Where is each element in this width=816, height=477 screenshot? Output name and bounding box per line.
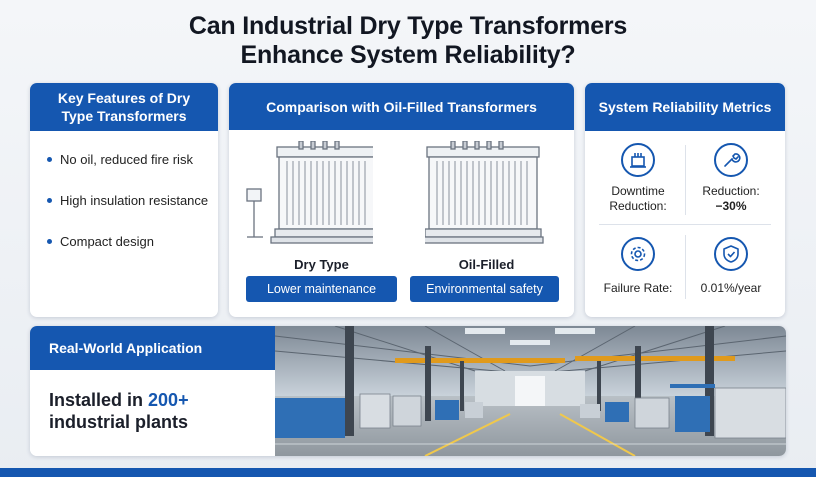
feature-item-text: High insulation resistance	[60, 192, 209, 208]
bullet-icon	[47, 238, 52, 244]
page-title: Can Industrial Dry Type Transformers Enh…	[0, 12, 816, 70]
oil-filled-transformer	[422, 140, 555, 317]
metric-failure-rate-label: Failure Rate:	[603, 281, 673, 295]
reliability-metrics-card: System Reliability Metrics Downtime Redu…	[585, 83, 785, 317]
metric-failure-value: 0.01%/year	[681, 237, 781, 296]
feature-list: No oil, reduced fire risk High insulatio…	[30, 131, 218, 251]
feature-item: No oil, reduced fire risk	[47, 149, 218, 169]
dry-type-transformer	[243, 140, 384, 317]
bullet-icon	[47, 156, 52, 162]
comparison-heading: Comparison with Oil-Filled Transformers	[229, 83, 574, 130]
metric-reduction-value: −30%	[715, 199, 747, 213]
bottom-accent-bar	[0, 468, 816, 477]
bullet-icon	[47, 197, 52, 203]
metrics-divider	[599, 224, 771, 225]
feature-item: High insulation resistance	[47, 190, 218, 210]
wrench-icon	[714, 143, 748, 177]
metric-failure-value-text: 0.01%/year	[700, 281, 762, 295]
factory-photo	[275, 326, 786, 456]
application-panel: Real-World Application Installed in 200+…	[30, 326, 275, 456]
factory-interior-image	[275, 326, 786, 456]
metric-downtime-text: Downtime Reduction:	[588, 184, 688, 214]
dry-type-label: Dry Type	[294, 257, 349, 272]
environmental-safety-button[interactable]: Environmental safety	[410, 276, 559, 302]
transformer-icon	[621, 143, 655, 177]
metric-failure-rate: Failure Rate:	[588, 237, 688, 296]
key-features-card: Key Features of Dry Type Transformers No…	[30, 83, 218, 317]
metric-reduction: Reduction: −30%	[681, 143, 781, 214]
gear-icon	[621, 237, 655, 271]
application-text: Installed in 200+ industrial plants	[49, 389, 189, 433]
application-text-highlight: 200+	[148, 390, 189, 410]
key-features-heading: Key Features of Dry Type Transformers	[30, 83, 218, 131]
dry-transformer-icon	[246, 140, 384, 244]
lower-maintenance-button[interactable]: Lower maintenance	[246, 276, 397, 302]
application-heading: Real-World Application	[30, 326, 275, 370]
metric-downtime-line1: Downtime	[611, 184, 665, 198]
metric-downtime: Downtime Reduction:	[588, 143, 688, 214]
feature-item-text: Compact design	[60, 233, 154, 249]
metric-downtime-line2: Reduction:	[609, 199, 667, 213]
metric-reduction-line1: Reduction:	[702, 184, 760, 198]
comparison-card: Comparison with Oil-Filled Transformers	[229, 83, 574, 317]
metrics-divider	[685, 145, 686, 215]
feature-item: Compact design	[47, 231, 218, 251]
feature-item-text: No oil, reduced fire risk	[60, 151, 193, 167]
oil-transformer-icon	[422, 140, 544, 244]
application-text-line2: industrial plants	[49, 412, 189, 432]
key-features-heading-line2: Type Transformers	[61, 108, 187, 124]
real-world-application-card: Real-World Application Installed in 200+…	[30, 326, 786, 456]
shield-check-icon	[714, 237, 748, 271]
reliability-metrics-heading: System Reliability Metrics	[585, 83, 785, 131]
metrics-divider	[685, 235, 686, 299]
application-text-prefix: Installed in	[49, 390, 149, 410]
page-title-line2: Enhance System Reliability?	[240, 41, 576, 69]
key-features-heading-line1: Key Features of Dry	[57, 90, 191, 106]
page-title-line1: Can Industrial Dry Type Transformers	[188, 12, 628, 40]
oil-filled-label: Oil-Filled	[458, 257, 515, 272]
metric-reduction-text: Reduction: −30%	[681, 184, 781, 214]
